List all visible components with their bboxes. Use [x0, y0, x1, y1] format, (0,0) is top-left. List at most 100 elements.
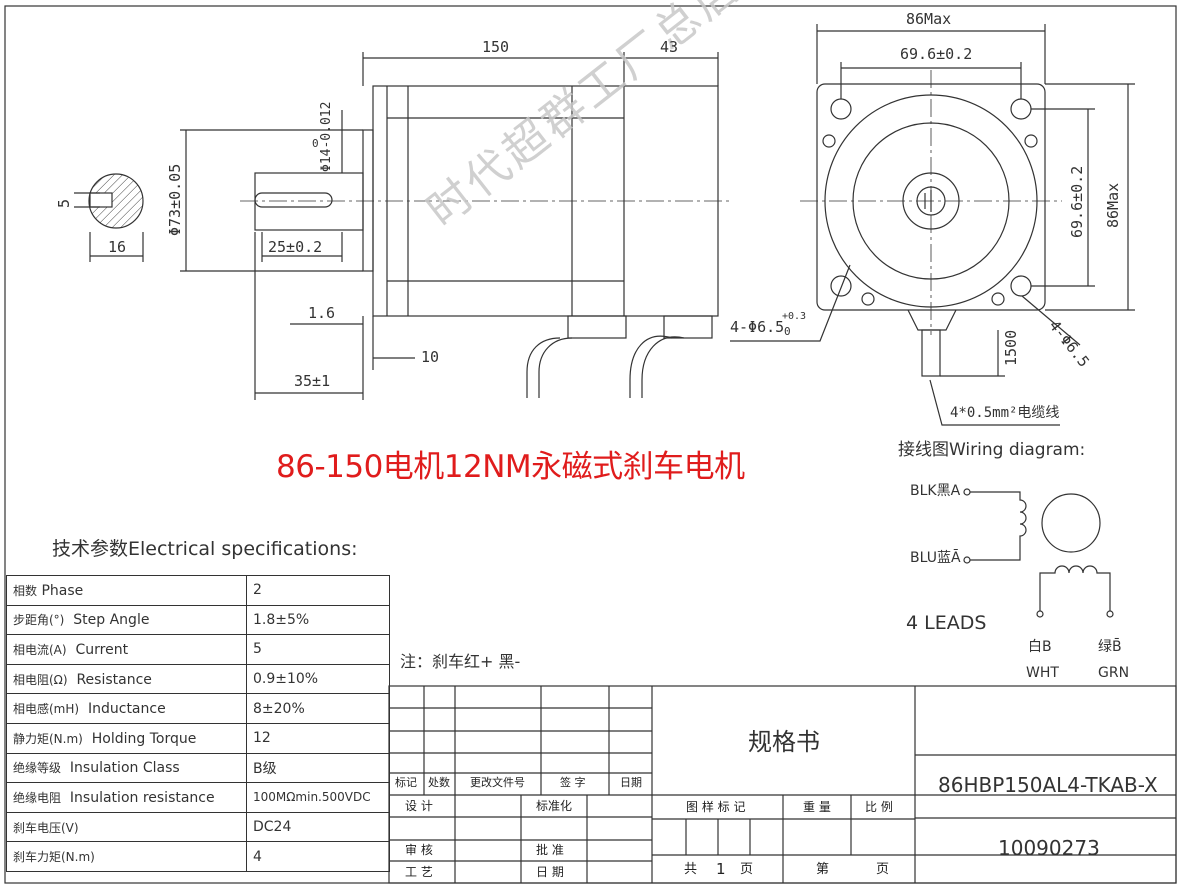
wire-grn-cn: 绿B̄: [1098, 639, 1122, 655]
table-row: 刹车电压(V)DC24: [6, 811, 390, 843]
spec-label-en: Phase: [41, 582, 84, 599]
dim-frame-max-height: 86Max: [1104, 182, 1122, 228]
dim-frame-max-width: 86Max: [906, 10, 952, 28]
spec-label-cn: 静力矩(N.m): [13, 731, 83, 746]
rotor-symbol: [1041, 493, 1101, 553]
table-row: 步距角(°) Step Angle 1.8±5%: [6, 604, 390, 636]
tb-doc-title: 规格书: [748, 728, 820, 756]
tb-review: 审 核: [405, 843, 433, 857]
dim-key-width: 5: [55, 198, 73, 208]
dim-pilot-depth: 1.6: [308, 304, 336, 322]
dim-hole-tol-top: +0.3: [782, 311, 807, 322]
dim-lead-length: 1500: [1002, 329, 1020, 366]
front-view: [730, 24, 1135, 426]
page-title: 86-150电机12NM永磁式刹车电机: [276, 449, 745, 485]
tb-h-sign: 签 字: [560, 776, 586, 789]
wire-grn-en: GRN: [1098, 665, 1130, 681]
spec-label-cn: 绝缘等级: [13, 761, 62, 776]
dim-hole-pitch-height: 69.6±0.2: [1068, 165, 1086, 238]
wiring-title: 接线图Wiring diagram:: [898, 440, 1086, 460]
spec-label-en: Inductance: [87, 701, 166, 718]
dim-key-height: 16: [108, 238, 127, 256]
spec-label-cn: 绝缘电阻: [13, 790, 62, 805]
spec-label-cn: 刹车电压(V): [13, 820, 79, 835]
mount-hole-bl: [830, 275, 852, 297]
wire-blu-label: BLU蓝Ā: [910, 550, 961, 566]
shaft: [254, 172, 364, 231]
tb-process: 工 艺: [405, 865, 433, 879]
tb-standard: 标准化: [536, 799, 573, 813]
table-row: 相电感(mH) Inductance 8±20%: [6, 693, 390, 724]
tb-design: 设 计: [405, 799, 433, 813]
tb-h-date: 日期: [620, 776, 642, 789]
tb-weight: 重 量: [803, 800, 831, 814]
dim-shaft-length: 35±1: [294, 372, 331, 390]
spec-value: 8±20%: [246, 693, 390, 724]
spec-label-en: Holding Torque: [91, 730, 197, 747]
spec-value: 2: [246, 575, 390, 606]
spec-label-cn: 相电流(A): [13, 642, 67, 657]
table-row: 相电阻(Ω) Resistance 0.9±10%: [6, 663, 390, 695]
table-row: 绝缘等级 Insulation Class B级: [6, 752, 390, 784]
table-row: 相数 Phase 2: [6, 575, 390, 606]
spec-label-en: Insulation resistance: [69, 789, 215, 806]
brake-note: 注：刹车红+ 黑-: [400, 652, 521, 671]
tb-h-count: 处数: [428, 776, 450, 789]
tb-approve: 批 准: [536, 843, 564, 857]
mount-hole-br: [1010, 275, 1032, 297]
mount-hole-tl: [830, 98, 852, 120]
wire-wht-cn: 白B: [1028, 639, 1052, 655]
dim-key-length: 25±0.2: [268, 238, 323, 256]
specs-title: 技术参数Electrical specifications:: [52, 538, 358, 560]
wire-wht-en: WHT: [1026, 665, 1059, 681]
dim-shaft-diameter: Φ14-0.012: [319, 101, 334, 172]
spec-value: B级: [246, 752, 390, 784]
tb-scale: 比 例: [865, 800, 893, 814]
tb-page-unit: 页: [740, 862, 754, 877]
spec-label-en: Step Angle: [73, 612, 150, 629]
spec-value: 1.8±5%: [246, 604, 390, 636]
tb-total-n: 1: [716, 860, 726, 878]
spec-label-cn: 步距角(°): [13, 613, 65, 628]
tb-model: 86HBP150AL4-TKAB-X: [938, 773, 1158, 797]
table-row: 绝缘电阻 Insulation resistance 100MΩmin.500VD…: [6, 782, 390, 813]
dim-hole-tol-low: 0: [784, 325, 791, 338]
dim-hole-pitch-width: 69.6±0.2: [900, 45, 973, 63]
mount-hole-tr: [1010, 98, 1032, 120]
tb-h-mark: 标记: [395, 776, 417, 789]
leads-count: 4 LEADS: [906, 612, 987, 634]
spec-value: 0.9±10%: [246, 663, 390, 695]
spec-label-en: Current: [75, 641, 129, 658]
tb-sheet: 第: [816, 862, 830, 877]
dim-flange-thickness: 10: [421, 348, 440, 366]
dim-hole-diameter: 4-Φ6.5: [730, 318, 785, 336]
tb-h-doc: 更改文件号: [470, 776, 525, 789]
spec-label-cn: 相电感(mH): [13, 702, 80, 717]
spec-label-en: Resistance: [76, 671, 152, 688]
spec-value: 100MΩmin.500VDC: [246, 782, 390, 813]
table-row: 刹车力矩(N.m)4: [6, 841, 390, 872]
wire-blk-label: BLK黑A: [910, 483, 961, 499]
tb-total: 共: [684, 862, 698, 877]
tb-drawing-mark: 图 样 标 记: [686, 800, 746, 814]
dim-cable: 4*0.5mm²电缆线: [950, 405, 1060, 421]
flange: [362, 129, 374, 272]
shaft-section: [88, 173, 144, 229]
tb-code: 10090273: [998, 836, 1100, 860]
wiring-schematic: [963, 488, 1114, 618]
side-view: [74, 52, 730, 400]
spec-value: 4: [246, 841, 390, 872]
tb-date: 日 期: [536, 865, 564, 879]
dim-brake-length: 43: [660, 38, 679, 56]
spec-label-cn: 相数: [13, 583, 38, 598]
dim-pilot-diameter: Φ73±0.05: [166, 163, 184, 236]
tb-sheet-unit: 页: [876, 862, 890, 877]
spec-label-en: Insulation Class: [69, 760, 180, 777]
specs-table: 相数 Phase 2 步距角(°) Step Angle 1.8±5% 相电流(A)…: [6, 575, 390, 872]
shaft-key-flat: [89, 192, 113, 208]
spec-label-cn: 相电阻(Ω): [13, 672, 68, 687]
